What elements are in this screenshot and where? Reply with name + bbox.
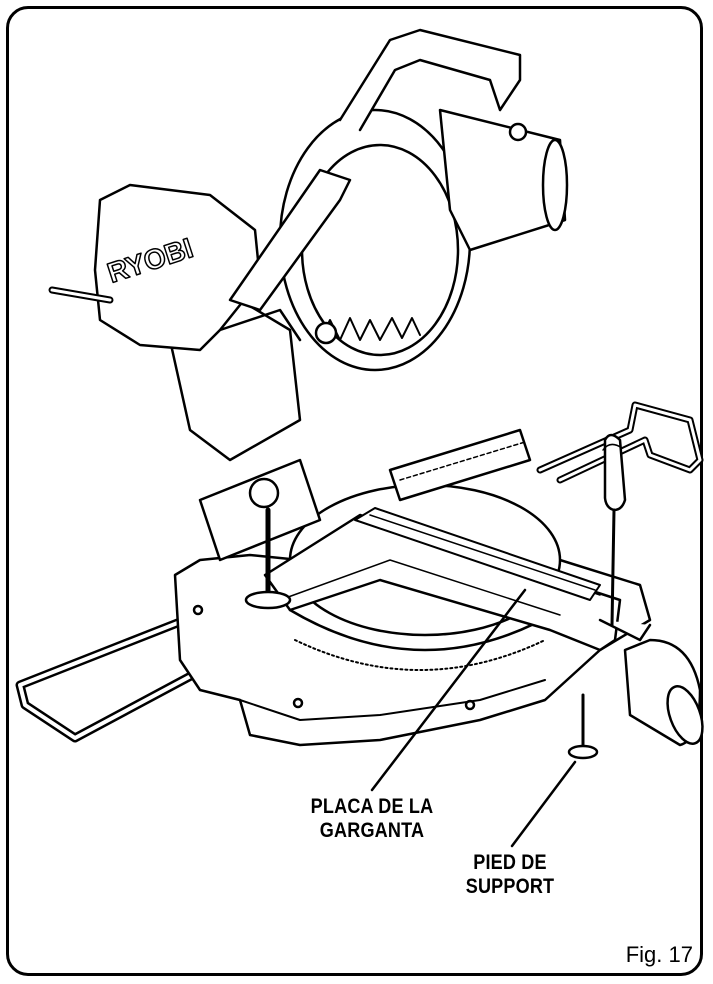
callout-support-foot-line-2: SUPPORT xyxy=(465,875,555,898)
leader-lines xyxy=(370,588,577,848)
screwdriver xyxy=(602,433,627,627)
support-foot xyxy=(567,693,599,760)
dust-bag xyxy=(48,183,262,352)
lock-lever xyxy=(228,168,352,345)
callout-support-foot-line-1: PIED DE xyxy=(473,851,547,874)
figure-frame xyxy=(6,6,703,976)
rear-extension-rail xyxy=(536,401,704,484)
callout-throat-plate-line-1: PLACA DE LA xyxy=(310,795,434,818)
callout-throat-plate-line-2: GARGANTA xyxy=(319,819,425,842)
callout-support-foot: PIED DE SUPPORT xyxy=(450,851,570,899)
motor-housing xyxy=(438,108,569,252)
top-handle xyxy=(338,28,522,132)
front-extension-rails xyxy=(15,615,235,743)
bevel-knob xyxy=(244,477,292,610)
figure-number: Fig. 17 xyxy=(625,942,693,967)
callout-throat-plate: PLACA DE LA GARGANTA xyxy=(286,795,458,843)
throat-plate xyxy=(354,507,601,601)
